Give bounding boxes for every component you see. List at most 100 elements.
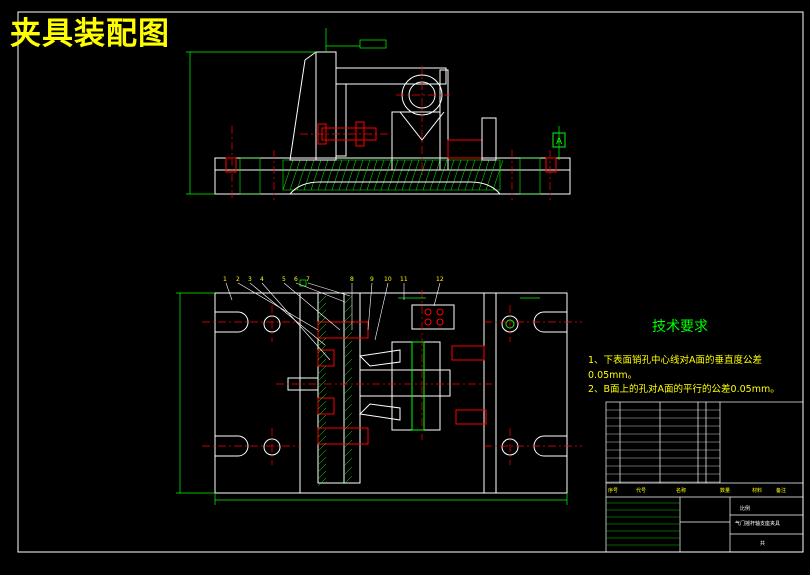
title-block-cells [606,502,680,546]
hatch-line [343,412,353,422]
title-block-sheet: 共 [760,541,766,547]
title-block-product-name: 气门摇杆轴支座夹具 [735,521,781,527]
hatch-line [408,159,420,191]
title-block-scale: 比例 [740,506,751,512]
title-block-header-2: 代号 [636,488,647,494]
balloon-11: 11 [400,276,408,283]
hatch-line [415,159,427,191]
title-block-rows [606,409,720,483]
hatch-line [343,466,353,476]
hatch-line [317,295,327,305]
hatch-line [478,159,490,191]
title-block-header-6: 备注 [776,488,787,494]
hatch-line [317,309,327,319]
hatch-line [422,159,434,191]
balloon-10: 10 [384,276,392,283]
hatch-line [317,372,327,382]
hatch-line [317,449,327,459]
hatch-line [401,159,413,191]
hatch-line [343,439,353,449]
hatch-line [317,386,327,396]
hatch-line [366,159,378,191]
balloon-6: 6 [294,276,298,283]
balloon-12: 12 [436,276,444,283]
hatch-line [317,407,327,417]
balloon-5: 5 [282,276,286,283]
hatch-line [317,159,329,191]
title-block-header-3: 名称 [676,488,687,494]
balloon-2: 2 [236,276,240,283]
hatch-line [317,400,327,410]
hatch-line [331,159,343,191]
hatch-line [443,159,455,191]
hatch-line [450,159,462,191]
front-view-dims [186,28,560,200]
hatch-line [380,159,392,191]
title-block-header-5: 材料 [752,488,763,494]
hatch-line [303,159,315,191]
hatch-line [457,159,469,191]
hatch-line [373,159,385,191]
hatch-line [317,365,327,375]
hatch-line [324,159,336,191]
hatch-line [317,358,327,368]
hatch-line [317,316,327,326]
drawing-frame [17,11,804,553]
hatch-line [464,159,476,191]
hatch-line [492,159,504,191]
title-block [605,401,804,553]
title-block-header-4: 数量 [720,488,731,494]
hatch-line [317,351,327,361]
hatch-line [317,302,327,312]
hatch-line [343,313,353,323]
hatch-line [387,159,399,191]
hatch-line [317,393,327,403]
hatch-line [471,159,483,191]
hatch-line [317,442,327,452]
hatch-line [317,323,327,333]
balloon-3: 3 [248,276,252,283]
hatch-line [436,159,448,191]
hatch-line [394,159,406,191]
balloon-7: 7 [306,276,310,283]
hatch-line [343,349,353,359]
hatch-line [310,159,322,191]
hatch-line [296,159,308,191]
hatch-line [343,367,353,377]
top-view [214,292,568,494]
hatch-line [343,430,353,440]
hatch-line [317,379,327,389]
hatch-line [343,457,353,467]
hatch-line [343,358,353,368]
hatch-line [343,385,353,395]
title-block-header-1: 序号 [608,488,619,494]
hatch-line [343,421,353,431]
top-view-dims [176,279,568,505]
hatch-line [317,456,327,466]
balloon-4: 4 [260,276,264,283]
hatch-line [317,463,327,473]
hatch-line [289,159,301,191]
hatch-line [429,159,441,191]
tech-requirement-2: 2、B面上的孔对A面的平行的公差0.05mm。 [588,384,780,395]
hatch-line [343,448,353,458]
balloon-9: 9 [370,276,374,283]
hatch-line [352,159,364,191]
front-view [214,51,571,195]
datum-a-label: A [556,137,563,147]
hatch-line [343,394,353,404]
hatch-line [343,304,353,314]
hatch-line [343,322,353,332]
hatch-line [343,331,353,341]
hatch-line [317,330,327,340]
hatch-line [317,477,327,487]
top-view-hatch [317,295,353,487]
balloon-1: 1 [223,276,227,283]
drawing-title: 夹具装配图 [10,16,170,52]
hatch-line [338,159,350,191]
hatch-line [317,414,327,424]
hatch-line [343,403,353,413]
top-view-centerlines [202,290,582,465]
hatch-line [343,340,353,350]
balloon-numbers: 1 2 3 4 5 6 7 8 9 10 11 12 [223,276,444,283]
